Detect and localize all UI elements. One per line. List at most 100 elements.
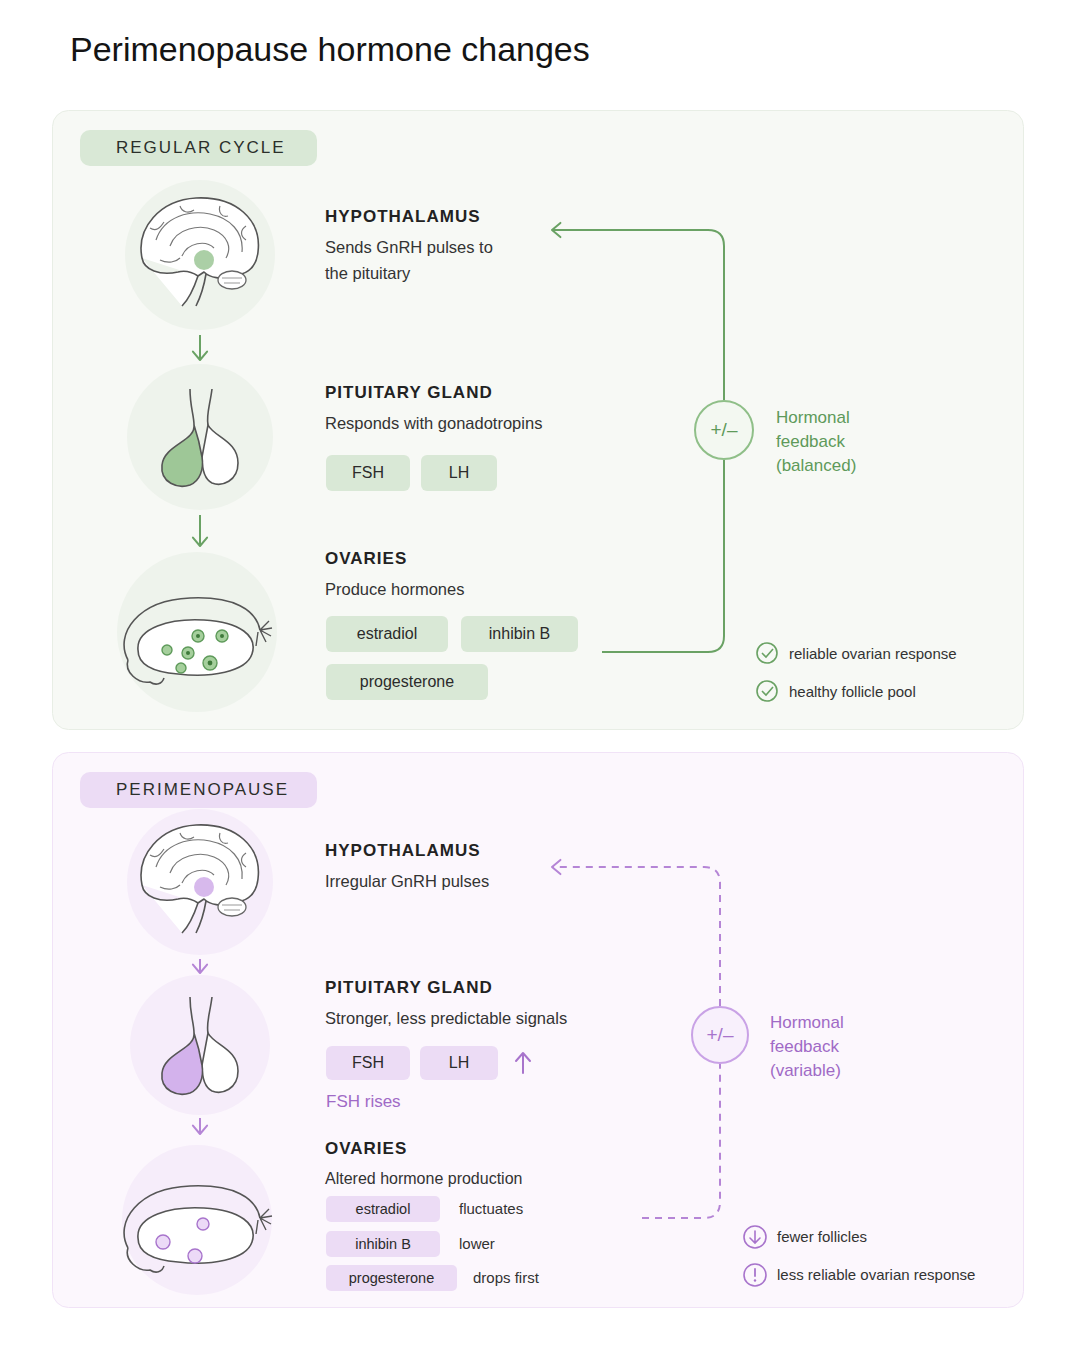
organ-circle (125, 180, 275, 330)
hormone-pill: progesterone (326, 1265, 457, 1291)
feedback-sign: +/– (711, 419, 738, 441)
stage-heading: PITUITARY GLAND (325, 977, 625, 999)
arrowhead (193, 352, 207, 360)
pill-label: FSH (352, 464, 384, 481)
diagram-title: Perimenopause hormone changes (70, 30, 590, 69)
decrease-icon (744, 1226, 766, 1248)
connector (552, 223, 724, 400)
follicle (192, 630, 204, 642)
stage-text: HYPOTHALAMUS Sends GnRH pulses to the pit… (325, 206, 500, 286)
panel-ground (53, 111, 1024, 730)
feedback-note: Hormonal feedback (variable) (770, 1011, 865, 1083)
panel-band: REGULAR CYCLEHYPOTHALAMUSSends GnRH puls… (52, 110, 1024, 730)
rise-arrow (516, 1053, 530, 1073)
hormone-pill: estradiol (326, 616, 448, 652)
check-mark (762, 687, 773, 695)
stage-heading: PITUITARY GLAND (325, 382, 625, 404)
follicle-dot (186, 651, 190, 655)
hormone-pill: FSH (326, 1046, 410, 1080)
pill-label: FSH (352, 1054, 384, 1071)
arrowhead (193, 965, 207, 973)
follicle (203, 656, 217, 670)
follicle-dots (186, 634, 224, 665)
stage-description: Stronger, less predictable signals (325, 1005, 625, 1031)
stage-description: Produce hormones (325, 576, 605, 602)
follicle (188, 1249, 202, 1263)
hormone-pill: FSH (326, 455, 410, 491)
status-note: fewer follicles (777, 1227, 867, 1247)
stage-block: HYPOTHALAMUS Sends GnRH pulses to the pit… (120, 180, 550, 332)
connector (602, 460, 724, 652)
feedback-sign: +/– (707, 1024, 734, 1046)
follicle-dot (196, 634, 200, 638)
hormone-pill: LH (421, 455, 497, 491)
panel-band: PERIMENOPAUSEHYPOTHALAMUSIrregular GnRH … (52, 752, 1024, 1308)
panel-ground (53, 753, 1024, 1308)
feedback-circle: +/– (691, 1006, 749, 1064)
brain-drawing (141, 825, 258, 933)
hormone-pill: inhibin B (326, 1231, 440, 1257)
stage-description: Altered hormone production (325, 1166, 585, 1192)
stage-text: OVARIES Altered hormone production (325, 1138, 585, 1192)
stage-block: PITUITARY GLANDResponds with gonadotropi… (120, 362, 600, 512)
pill-label: estradiol (357, 625, 417, 642)
stage-text: OVARIESProduce hormones (325, 548, 605, 602)
connector-line (552, 867, 720, 1006)
connector-line (199, 335, 201, 360)
decrease-arrow (750, 1231, 760, 1243)
follicle (162, 645, 172, 655)
hormone-pill: progesterone (326, 664, 488, 700)
connector-line (199, 1118, 201, 1134)
brain-drawing (141, 198, 258, 306)
status-note: reliable ovarian response (789, 644, 957, 664)
stage-heading: OVARIES (325, 1138, 585, 1160)
stage-block: HYPOTHALAMUSIrregular GnRH pulses (120, 808, 550, 956)
follicle (197, 1218, 209, 1230)
connector (642, 1064, 720, 1218)
arrowhead (552, 860, 560, 874)
check-mark (762, 649, 773, 657)
ovary-drawing (124, 598, 272, 684)
change-note: fluctuates (459, 1199, 523, 1219)
stage-block: OVARIESProduce hormonesestradiolinhibin … (120, 548, 600, 712)
follicle (176, 663, 186, 673)
organ-circle (127, 809, 273, 955)
stage-heading: HYPOTHALAMUS (325, 840, 575, 862)
feedback-circle: +/– (694, 400, 754, 460)
check-icon (757, 643, 777, 663)
stage-block: OVARIES Altered hormone production estradi… (120, 1136, 640, 1302)
stage-text: PITUITARY GLANDResponds with gonadotropi… (325, 382, 625, 436)
organ-circle (130, 975, 270, 1115)
pill-label: inhibin B (489, 625, 550, 642)
connector (552, 860, 720, 1006)
hormone-pill: inhibin B (461, 616, 578, 652)
follicle-dot (220, 634, 224, 638)
stage-heading: HYPOTHALAMUS (325, 206, 500, 228)
stage-text: PITUITARY GLAND Stronger, less predictabl… (325, 977, 625, 1031)
connector (193, 959, 207, 973)
organ-circle (117, 552, 277, 712)
hormone-pill: estradiol (326, 1196, 440, 1222)
follicle-dot (208, 661, 213, 666)
arrowhead (193, 1126, 207, 1134)
connector-line (642, 1064, 720, 1218)
change-note: lower (459, 1234, 495, 1254)
arrowhead (552, 223, 560, 237)
status-note: healthy follicle pool (789, 682, 916, 702)
pituitary-drawing (162, 389, 238, 486)
warning-icon (744, 1264, 766, 1286)
pill-label: estradiol (356, 1201, 411, 1217)
feedback-note: Hormonal feedback (balanced) (776, 406, 871, 478)
organ-circle (122, 1145, 272, 1295)
connector (193, 335, 207, 360)
change-note: drops first (473, 1268, 539, 1288)
stage-description: Sends GnRH pulses to the pituitary (325, 234, 500, 286)
hormone-pill: LH (420, 1046, 498, 1080)
connector-line (602, 460, 724, 652)
organ-circle (127, 364, 273, 510)
follicle-group (162, 630, 228, 673)
status-note: less reliable ovarian response (777, 1265, 975, 1285)
pill-label: LH (449, 464, 469, 481)
follicle (216, 630, 228, 642)
